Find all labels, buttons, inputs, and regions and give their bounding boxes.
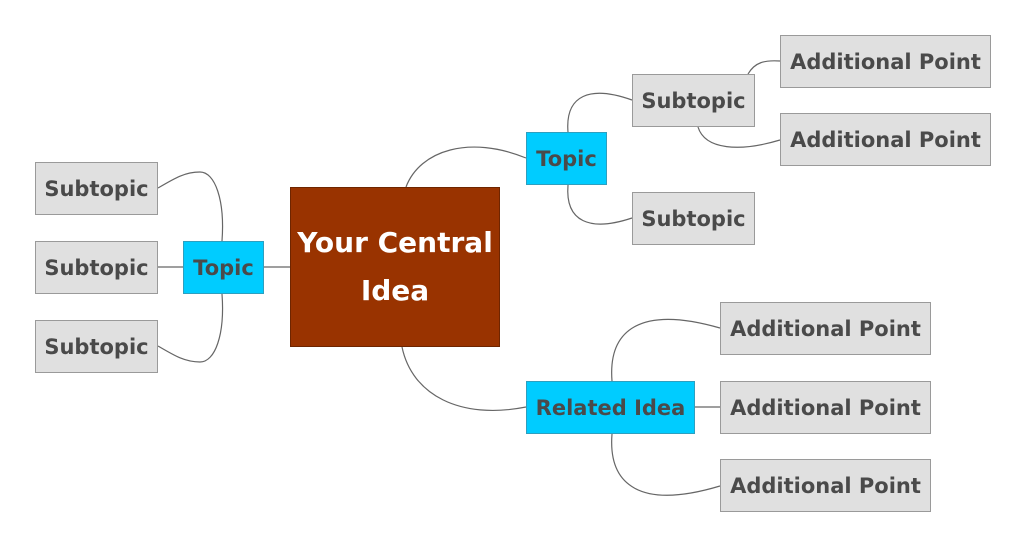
connector-left-topic-subtopic-1 [157,171,224,242]
central-idea-label: Your Central Idea [297,226,493,307]
right-subtopic-node-1[interactable]: Subtopic [632,74,755,127]
related-point-node-1[interactable]: Additional Point [720,302,931,355]
left-subtopic-label-1: Subtopic [44,176,149,201]
right-subtopic-label-2: Subtopic [641,206,746,231]
related-idea-node[interactable]: Related Idea [526,381,695,434]
connector-related-point-1 [611,318,721,382]
left-topic-label: Topic [193,255,254,280]
related-point-label-3: Additional Point [730,473,921,498]
left-subtopic-node-1[interactable]: Subtopic [35,162,158,215]
connector-right-topic-subtopic-1 [567,92,633,133]
left-topic-node[interactable]: Topic [183,241,264,294]
right-subtopic-node-2[interactable]: Subtopic [632,192,755,245]
connector-subtopic-point-2 [697,126,781,148]
right-subtopic-label-1: Subtopic [641,88,746,113]
connector-subtopic-point-1 [747,60,781,75]
related-point-node-2[interactable]: Additional Point [720,381,931,434]
left-subtopic-node-2[interactable]: Subtopic [35,241,158,294]
left-subtopic-label-3: Subtopic [44,334,149,359]
related-point-label-2: Additional Point [730,395,921,420]
connector-central-right-topic [405,146,527,188]
related-point-label-1: Additional Point [730,316,921,341]
related-point-node-3[interactable]: Additional Point [720,459,931,512]
additional-point-node-2[interactable]: Additional Point [780,113,991,166]
connector-central-related-idea [401,346,527,411]
additional-point-label-2: Additional Point [790,127,981,152]
central-idea-node[interactable]: Your Central Idea [290,187,500,347]
connector-right-topic-subtopic-2 [567,184,633,225]
additional-point-label-1: Additional Point [790,49,981,74]
right-topic-label: Topic [536,146,597,171]
related-idea-label: Related Idea [535,395,686,420]
left-subtopic-label-2: Subtopic [44,255,149,280]
additional-point-node-1[interactable]: Additional Point [780,35,991,88]
right-topic-node[interactable]: Topic [526,132,607,185]
connector-related-point-3 [611,433,721,496]
connector-left-topic-subtopic-3 [157,293,224,363]
left-subtopic-node-3[interactable]: Subtopic [35,320,158,373]
